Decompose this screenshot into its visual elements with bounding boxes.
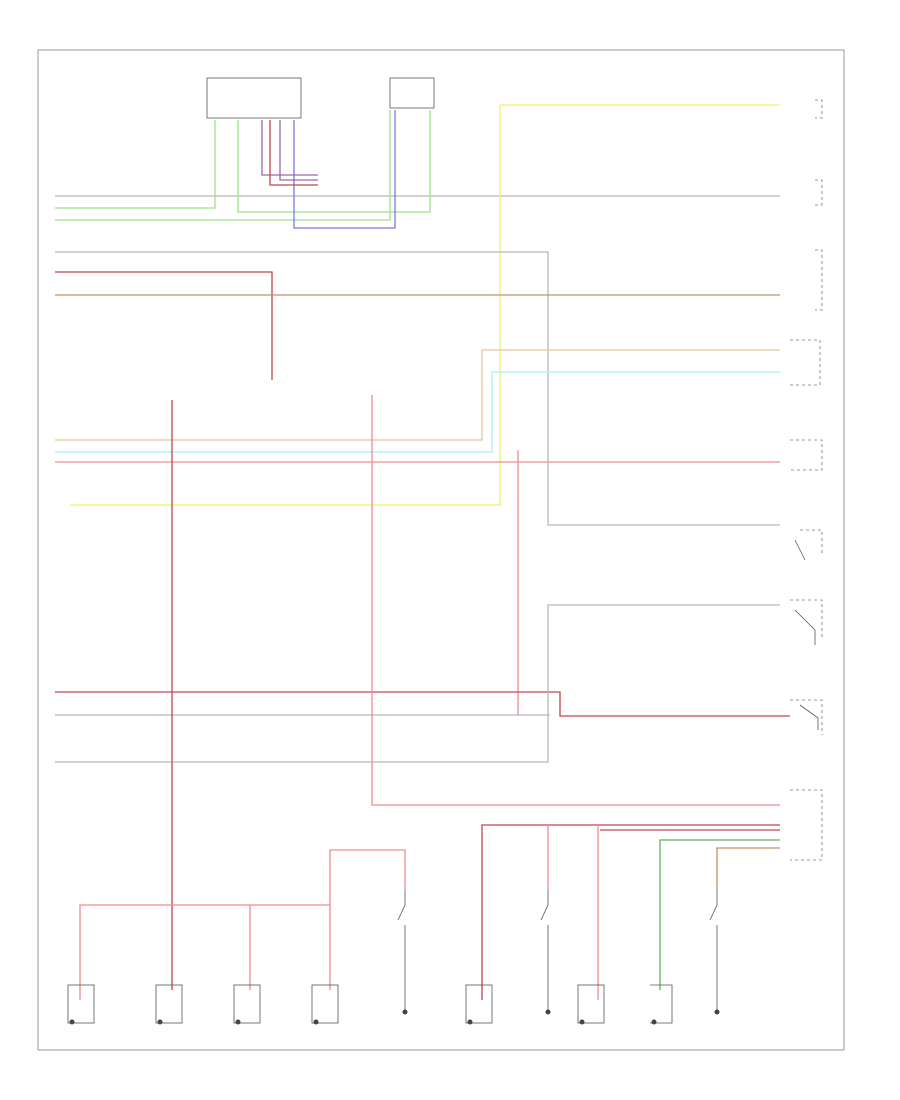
wire-dark_green-29	[659, 839, 780, 990]
right-component-bracket-4	[790, 339, 821, 386]
wire-cyan-14	[55, 371, 780, 453]
wire-purple-6	[261, 120, 318, 176]
bottom-switch-4	[311, 984, 339, 1024]
wire-gray-10	[55, 251, 780, 526]
right-component-bracket-9	[790, 789, 823, 861]
right-component-bracket-6	[800, 529, 823, 555]
top-connector-left	[206, 77, 302, 119]
switch-contact-3	[709, 890, 718, 1010]
diagram-frame	[37, 49, 845, 1051]
ground-dot-9	[651, 1019, 657, 1025]
wire-blue-5	[293, 110, 396, 229]
wire-green-4	[237, 110, 431, 213]
right-component-bracket-2	[815, 179, 823, 206]
wire-gray-19	[55, 604, 780, 763]
bottom-switch-1	[67, 984, 95, 1024]
ground-dot-6	[467, 1019, 473, 1025]
ground-dot-8	[579, 1019, 585, 1025]
wire-tan-13	[55, 349, 780, 441]
bottom-switch-6	[577, 984, 605, 1024]
right-component-bracket-7	[790, 599, 823, 640]
wire-green-2	[55, 120, 216, 209]
wire-red-11	[55, 271, 273, 380]
wire-yellow-9	[70, 104, 780, 506]
wire-pink-22	[79, 849, 406, 1000]
wire-red-25	[481, 824, 780, 1000]
switch-contact-5	[794, 609, 816, 645]
switch-contact-2	[540, 890, 549, 1010]
top-connector-right	[389, 77, 435, 109]
ground-dot-2	[157, 1019, 163, 1025]
ground-dot-5	[402, 1009, 408, 1015]
wire-pink-20	[371, 395, 780, 806]
bottom-switch-2	[155, 984, 183, 1024]
ground-dot-1	[69, 1019, 75, 1025]
bottom-switch-7	[650, 984, 673, 1024]
bottom-switch-5	[465, 984, 493, 1024]
ground-dot-7	[545, 1009, 551, 1015]
switch-contact-1	[397, 890, 406, 1010]
bottom-switch-3	[233, 984, 261, 1024]
wire-red-7	[269, 120, 318, 186]
right-component-bracket-1	[815, 99, 823, 119]
ground-dot-3	[235, 1019, 241, 1025]
wire-layer	[55, 104, 790, 1000]
switch-contact-6	[799, 704, 819, 730]
right-component-bracket-3	[815, 249, 823, 311]
ground-dot-10	[714, 1009, 720, 1015]
wire-green-3	[55, 110, 391, 221]
wire-purple-8	[279, 120, 318, 181]
wire-orange-30	[716, 847, 780, 890]
wire-red-17	[55, 691, 790, 717]
right-component-bracket-5	[790, 439, 823, 471]
switch-contact-4	[794, 539, 806, 561]
component-layer	[67, 77, 823, 1025]
right-component-bracket-8	[790, 699, 823, 735]
ground-dot-4	[313, 1019, 319, 1025]
